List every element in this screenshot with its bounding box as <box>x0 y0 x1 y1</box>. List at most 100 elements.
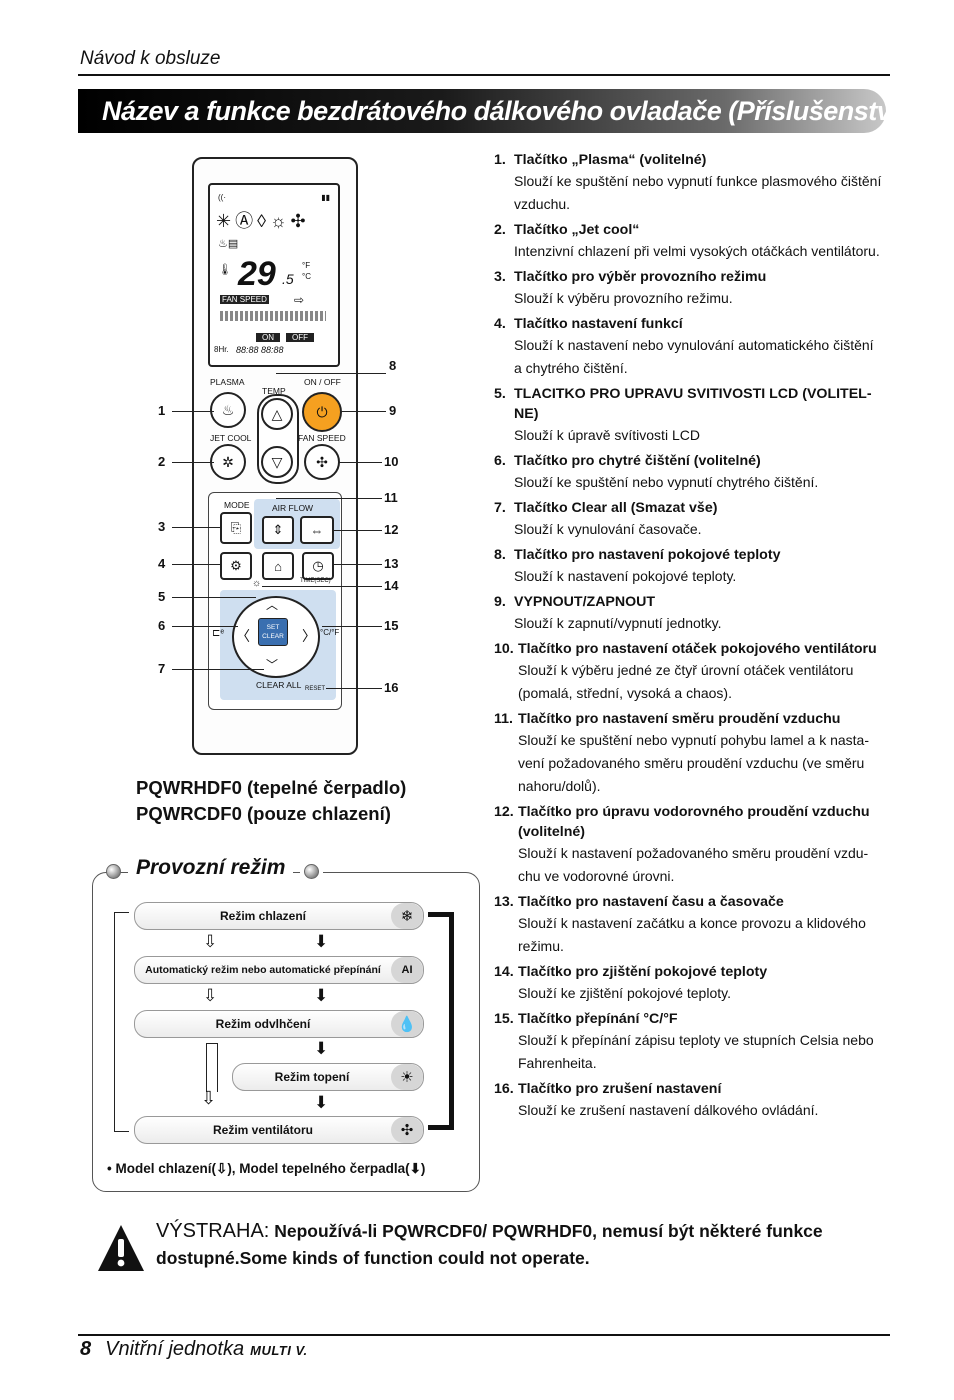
signal-icon: ((· <box>218 193 226 202</box>
callout-3: 3 <box>158 519 166 534</box>
modes-legend: • Model chlazení(⇩), Model tepelného čer… <box>107 1161 425 1177</box>
callout-12: 12 <box>384 522 399 537</box>
manual-label: Návod k obsluze <box>80 48 221 69</box>
long-hollow-arrow-shaft <box>206 1043 218 1092</box>
item-desc: Slouží k nastavení nebo vynulování autom… <box>514 337 874 353</box>
callout-8: 8 <box>389 358 397 373</box>
item-desc: Slouží k nastavení začátku a konce provo… <box>518 915 866 931</box>
heatpump-loop-line <box>428 912 454 1130</box>
temp-up-button[interactable]: △ <box>261 398 293 430</box>
callout-2: 2 <box>158 454 166 469</box>
nav-up-button[interactable]: ︿ <box>266 598 279 612</box>
temp-down-button[interactable]: ▽ <box>261 446 293 478</box>
item-desc: Slouží k výběru jedné ze čtyř úrovní otá… <box>518 662 854 678</box>
function-setting-button[interactable]: ⚙ <box>220 552 252 580</box>
long-hollow-arrow-head: ⇩ <box>201 1088 217 1108</box>
item-desc: Slouží k nastavení požadovaného směru pr… <box>518 845 869 861</box>
heatpump-arrow-2: ⬇ <box>314 986 329 1005</box>
lcd-fan-speed: FAN SPEED <box>220 295 269 304</box>
on-off-button[interactable]: ⏻ <box>302 392 342 432</box>
timer-button[interactable]: ◷ <box>302 552 334 580</box>
brightness-icon: ☼ <box>252 578 262 589</box>
footer-rule <box>78 1334 890 1336</box>
fan-speed-label: FAN SPEED <box>298 433 346 443</box>
item-num: 1. <box>494 152 506 168</box>
callout-line-4 <box>172 564 222 565</box>
lcd-unit-f: °F <box>302 261 311 270</box>
cf-label: °C/°F <box>320 628 340 637</box>
mode-auto-label: Automatický režim nebo automatické přepí… <box>145 964 381 976</box>
warning-text: VÝSTRAHA: Nepoužívá-li PQWRCDF0/ PQWRHDF… <box>156 1218 876 1272</box>
mode-auto: Automatický režim nebo automatické přepí… <box>134 956 424 984</box>
fan-icon: ✣ <box>316 453 328 470</box>
callout-line-11 <box>276 498 382 499</box>
function-item: 12.Tlačítko pro úpravu vodorovného proud… <box>494 802 894 888</box>
gear-icon: ⚙ <box>230 558 242 573</box>
auto-icon: AI <box>391 957 423 983</box>
modes-dot-right <box>300 864 323 879</box>
clear-label: CLEAR <box>262 633 284 640</box>
lcd-swing-icon: ⇨ <box>294 293 305 307</box>
item-desc: nahoru/dolů). <box>518 778 601 794</box>
item-num: 13. <box>494 894 514 910</box>
item-num: 10. <box>494 641 514 657</box>
item-desc: Slouží ke spuštění nebo vypnutí funkce p… <box>514 173 882 189</box>
item-num: 15. <box>494 1011 514 1027</box>
function-item: 8.Tlačítko pro nastavení pokojové teplot… <box>494 545 894 588</box>
item-num: 16. <box>494 1081 514 1097</box>
battery-icon: ▮▮ <box>321 193 330 202</box>
jet-cool-button[interactable]: ✲ <box>210 444 246 480</box>
item-desc: (pomalá, střední, vysoká a chaos). <box>518 685 732 701</box>
nav-left-button[interactable]: 〈 <box>236 628 250 644</box>
nav-right-button[interactable]: 〉 <box>302 628 316 644</box>
footer-section: Vnitřní jednotka <box>105 1338 245 1360</box>
modes-dot-left <box>106 864 121 879</box>
page-number: 8 <box>80 1338 92 1360</box>
modes-title: Provozní režim <box>128 856 294 880</box>
room-temp-check-button[interactable]: ⌂ <box>262 552 294 580</box>
item-desc: Slouží k nastavení pokojové teploty. <box>514 568 737 584</box>
item-desc: a chytrého čištění. <box>514 360 628 376</box>
plasma-button[interactable]: ♨ <box>210 392 246 428</box>
lcd-on: ON <box>256 333 280 342</box>
legend-prefix: • Model chlazení( <box>107 1161 216 1176</box>
function-item: 7.Tlačítko Clear all (Smazat vše)Slouží … <box>494 498 894 541</box>
callout-14: 14 <box>384 578 399 593</box>
on-off-label: ON / OFF <box>304 377 341 387</box>
warning-icon <box>96 1223 146 1278</box>
mode-button[interactable]: ⎘ <box>220 512 252 544</box>
callout-line-14 <box>262 586 382 587</box>
callout-line-12 <box>332 530 382 531</box>
callout-line-3 <box>172 527 222 528</box>
warning-body: Nepoužívá-li PQWRCDF0/ PQWRHDF0, nemusí … <box>156 1221 823 1268</box>
item-title: Tlačítko „Plasma“ (volitelné) <box>514 152 707 168</box>
mode-cooling-label: Režim chlazení <box>219 909 307 923</box>
callout-line-6 <box>172 626 238 627</box>
item-desc: režimu. <box>518 938 564 954</box>
heatpump-arrow-1: ⬇ <box>314 932 329 951</box>
fan-speed-button[interactable]: ✣ <box>304 444 340 480</box>
item-desc: vzduchu. <box>514 196 571 212</box>
snowflake-icon: ❄ <box>391 903 423 929</box>
callout-6: 6 <box>158 618 166 633</box>
mode-icons: ✳Ⓐ◊☼✣ <box>216 211 310 231</box>
vertical-airflow-button[interactable]: ⇕ <box>262 516 294 544</box>
item-num: 3. <box>494 269 506 285</box>
mode-label: MODE <box>224 500 250 510</box>
horizontal-airflow-button[interactable]: ⇔ <box>300 516 334 544</box>
item-num: 11. <box>494 711 513 727</box>
heatpump-arrow-3: ⬇ <box>314 1039 329 1058</box>
updown-arrow-icon: ⇕ <box>272 522 284 537</box>
item-desc: chu ve vodorovné úrovni. <box>518 868 675 884</box>
triangle-down-icon: ▽ <box>271 453 283 470</box>
clock-icon: ◷ <box>312 558 324 573</box>
callout-13: 13 <box>384 556 399 571</box>
nav-down-button[interactable]: ﹀ <box>266 658 279 672</box>
jet-cool-icon: ✲ <box>222 453 234 470</box>
callout-16: 16 <box>384 680 399 695</box>
item-desc: Slouží k zapnutí/vypnutí jednotky. <box>514 615 722 631</box>
